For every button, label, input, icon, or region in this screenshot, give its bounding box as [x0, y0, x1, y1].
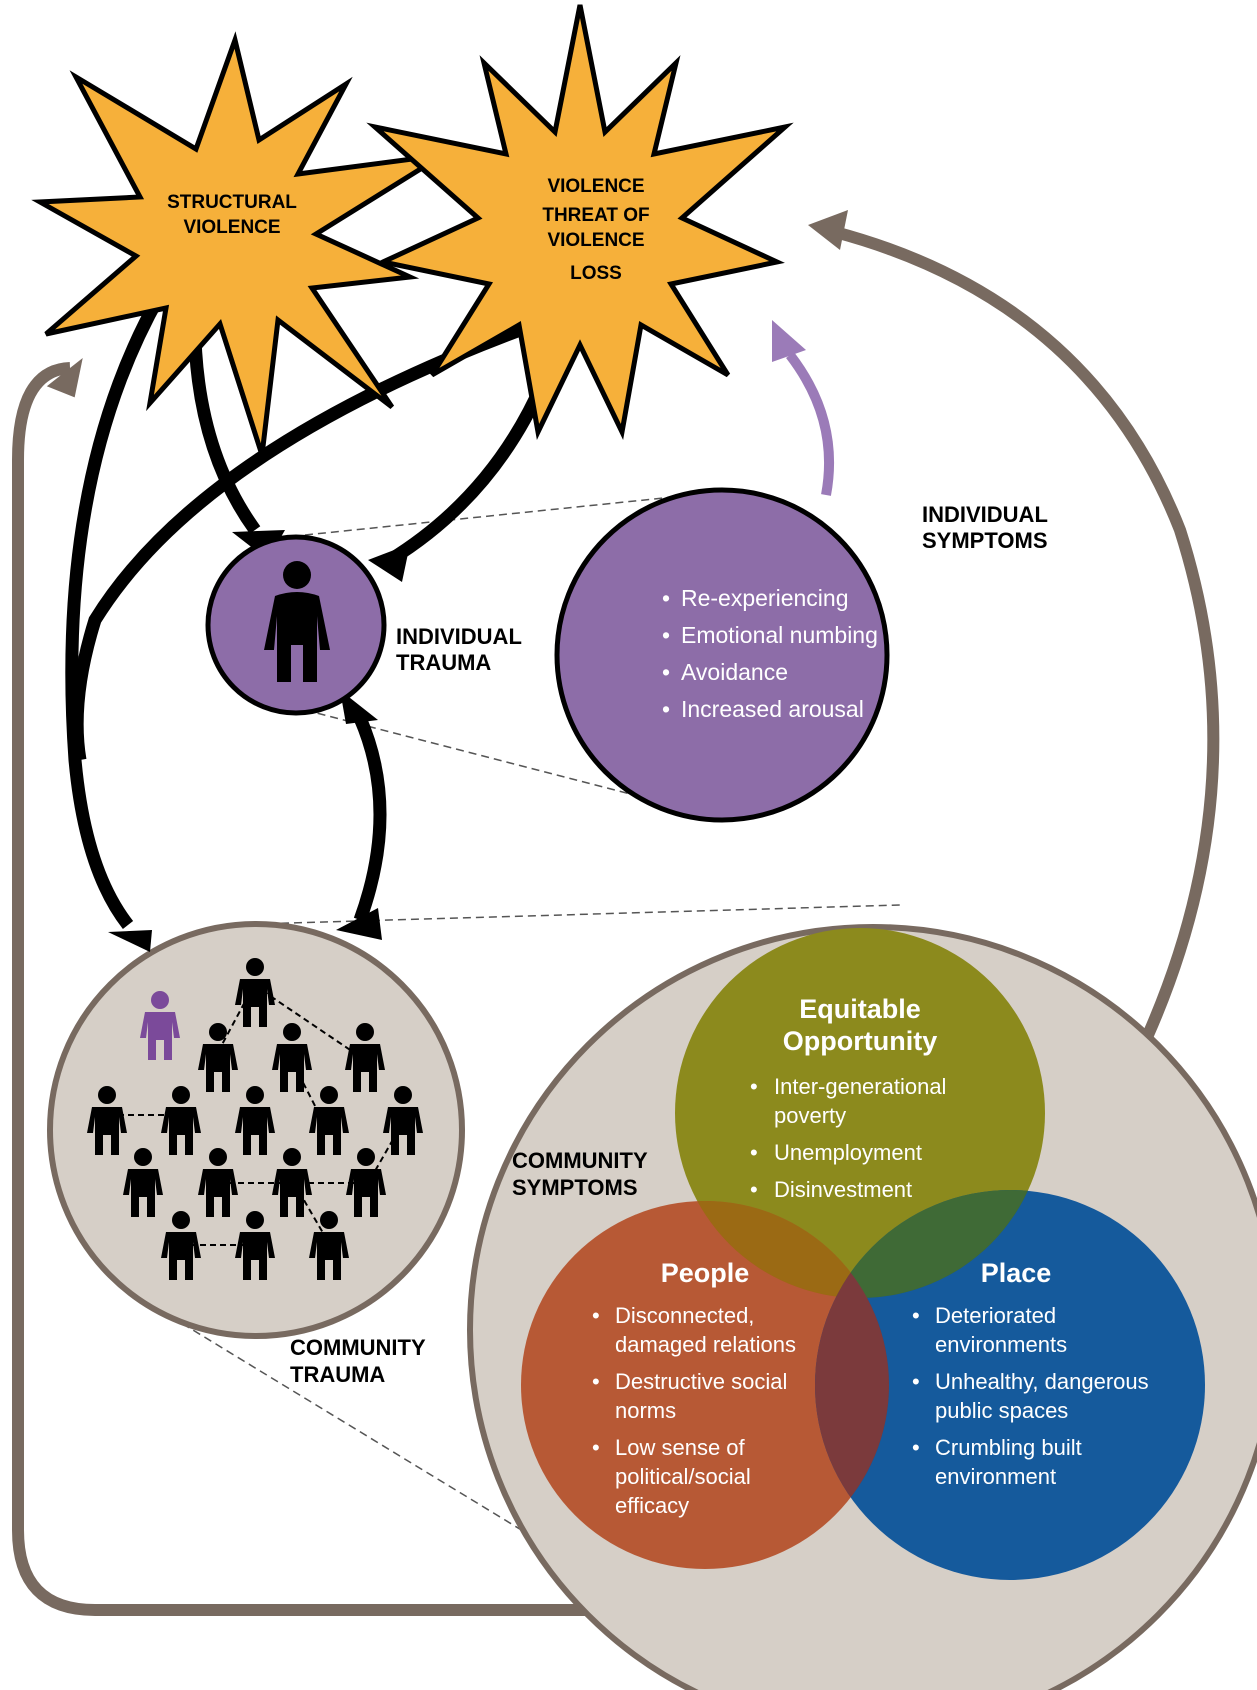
place-item-3b: environment: [935, 1464, 1056, 1489]
equitable-item-1: Inter-generational: [774, 1074, 946, 1099]
individual-trauma-label: INDIVIDUAL TRAUMA: [396, 624, 522, 675]
people-item-1: Disconnected,: [615, 1303, 754, 1328]
equitable-item-3: Disinvestment: [774, 1177, 912, 1202]
left-loop-arrow: [12, 362, 655, 1616]
structural-line1: STRUCTURAL: [167, 192, 297, 213]
community-highlight-person-icon: [140, 991, 180, 1060]
structural-violence-label: STRUCTURAL VIOLENCE: [167, 192, 297, 238]
people-bullet-3: •: [592, 1435, 600, 1460]
right-loop-arrow: [833, 226, 1220, 1038]
equitable-item-2: Unemployment: [774, 1140, 922, 1165]
place-bullet-1: •: [912, 1303, 920, 1328]
people-bullet-1: •: [592, 1303, 600, 1328]
individual-symptoms-circle: [554, 487, 890, 823]
symptom-item-4: Increased arousal: [681, 696, 864, 722]
community-symptoms-label: COMMUNITY SYMPTOMS: [512, 1148, 648, 1200]
equitable-bullet-3: •: [750, 1177, 758, 1202]
equitable-title1: Equitable: [799, 994, 921, 1024]
feedback-loops: [12, 210, 1220, 1616]
people-bullet-2: •: [592, 1369, 600, 1394]
individual-symptoms-label: INDIVIDUAL SYMPTOMS: [922, 502, 1048, 553]
purple-arrowhead-icon: [772, 320, 806, 362]
arrowhead-community-right-icon: [336, 908, 382, 940]
structural-line2: VIOLENCE: [183, 217, 280, 238]
left-loop-arrowhead-icon: [46, 357, 83, 398]
individual-trauma-line2: TRAUMA: [396, 650, 491, 675]
community-trauma-line2: TRAUMA: [290, 1362, 385, 1387]
place-title: Place: [981, 1258, 1052, 1288]
people-item-2b: norms: [615, 1398, 676, 1423]
community-trauma-label: COMMUNITY TRAUMA: [290, 1335, 426, 1387]
equitable-bullet-2: •: [750, 1140, 758, 1165]
community-symptoms-line2: SYMPTOMS: [512, 1175, 638, 1200]
arrowhead-up-icon: [340, 690, 378, 724]
equitable-title2: Opportunity: [783, 1026, 937, 1056]
violence-label: VIOLENCE THREAT OF VIOLENCE LOSS: [542, 176, 649, 284]
arrowhead-left-icon: [368, 544, 410, 582]
violence-line1: VIOLENCE: [547, 176, 644, 197]
symptom-bullet-4: •: [662, 696, 670, 722]
symptom-item-1: Re-experiencing: [681, 585, 848, 611]
arrowhead-community-icon: [108, 930, 152, 952]
symptom-item-3: Avoidance: [681, 659, 788, 685]
people-title: People: [661, 1258, 750, 1288]
arrow-structural-to-community: [65, 291, 166, 930]
arrow-individual-community: [353, 715, 387, 923]
community-people: [87, 958, 423, 1280]
violence-line2: THREAT OF: [542, 205, 649, 226]
place-item-1: Deteriorated: [935, 1303, 1056, 1328]
community-symptoms-line1: COMMUNITY: [512, 1148, 648, 1173]
individual-symptoms-list: • Re-experiencing • Emotional numbing • …: [662, 585, 878, 722]
individual-symptoms-title2: SYMPTOMS: [922, 528, 1048, 553]
violence-line4: LOSS: [570, 263, 622, 284]
symptom-item-2: Emotional numbing: [681, 622, 878, 648]
right-loop-arrowhead-icon: [808, 210, 848, 250]
venn-diagram: [521, 928, 1205, 1580]
purple-arrow: [772, 320, 835, 496]
equitable-item-1b: poverty: [774, 1103, 846, 1128]
place-bullet-2: •: [912, 1369, 920, 1394]
people-item-3c: efficacy: [615, 1493, 689, 1518]
symptom-bullet-1: •: [662, 585, 670, 611]
individual-symptoms-title1: INDIVIDUAL: [922, 502, 1048, 527]
place-bullet-3: •: [912, 1435, 920, 1460]
people-item-3: Low sense of: [615, 1435, 746, 1460]
individual-trauma-circle: [205, 534, 387, 716]
place-text: Place • Deteriorated environments • Unhe…: [912, 1258, 1149, 1489]
place-item-2b: public spaces: [935, 1398, 1068, 1423]
place-item-1b: environments: [935, 1332, 1067, 1357]
people-text: People • Disconnected, damaged relations…: [592, 1258, 796, 1518]
structural-violence-starburst-icon: [31, 31, 445, 456]
equitable-bullet-1: •: [750, 1074, 758, 1099]
violence-starburst-icon: [366, 4, 794, 441]
violence-line3: VIOLENCE: [547, 230, 644, 251]
symptom-bullet-2: •: [662, 622, 670, 648]
place-item-3: Crumbling built: [935, 1435, 1082, 1460]
people-circle: [521, 1201, 889, 1569]
people-item-1b: damaged relations: [615, 1332, 796, 1357]
community-trauma-line1: COMMUNITY: [290, 1335, 426, 1360]
symptom-bullet-3: •: [662, 659, 670, 685]
individual-trauma-line1: INDIVIDUAL: [396, 624, 522, 649]
person-icon: [264, 561, 330, 682]
place-item-2: Unhealthy, dangerous: [935, 1369, 1149, 1394]
equitable-opportunity-text: Equitable Opportunity • Inter-generation…: [750, 994, 946, 1202]
people-item-2: Destructive social: [615, 1369, 787, 1394]
people-item-3b: political/social: [615, 1464, 751, 1489]
network-people-icon: [87, 958, 423, 1280]
